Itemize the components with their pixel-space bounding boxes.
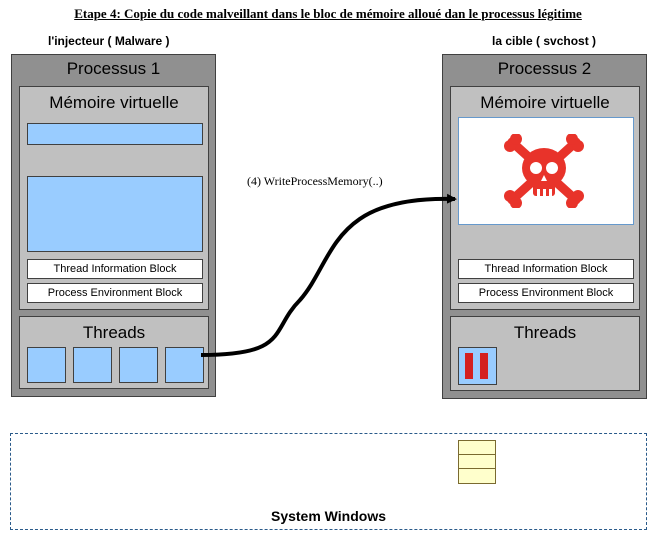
process-1-threads-title: Threads bbox=[82, 323, 146, 342]
skull-crossbones-icon bbox=[504, 134, 584, 208]
process-1-memory-title: Mémoire virtuelle bbox=[49, 93, 179, 112]
process-1-threads-panel: Threads bbox=[19, 316, 209, 389]
kernel-stack bbox=[458, 440, 496, 484]
process-environment-block: Process Environment Block bbox=[27, 283, 203, 303]
stack-cell bbox=[458, 440, 496, 455]
stack-cell bbox=[458, 454, 496, 469]
thread-information-block: Thread Information Block bbox=[458, 259, 634, 279]
process-1: Processus 1 Mémoire virtuelle Thread Inf… bbox=[11, 54, 216, 397]
suspended-thread-block bbox=[458, 347, 497, 385]
process-2-threads-panel: Threads bbox=[450, 316, 640, 391]
process-2-memory-title: Mémoire virtuelle bbox=[480, 93, 610, 112]
thread-block bbox=[73, 347, 112, 383]
process-2-threads-title: Threads bbox=[513, 323, 577, 342]
system-windows-region: System Windows bbox=[10, 433, 647, 530]
memory-block-small bbox=[27, 123, 203, 145]
thread-block bbox=[119, 347, 158, 383]
process-1-title: Processus 1 bbox=[66, 59, 161, 78]
process-1-memory-panel: Mémoire virtuelle Thread Information Blo… bbox=[19, 86, 209, 310]
process-2-memory-panel: Mémoire virtuelle bbox=[450, 86, 640, 310]
process-2: Processus 2 Mémoire virtuelle bbox=[442, 54, 647, 399]
diagram-title: Etape 4: Copie du code malveillant dans … bbox=[74, 6, 582, 21]
process-environment-block: Process Environment Block bbox=[458, 283, 634, 303]
thread-block bbox=[27, 347, 66, 383]
injector-caption: l'injecteur ( Malware ) bbox=[48, 34, 170, 48]
stack-cell bbox=[458, 468, 496, 484]
thread-information-block: Thread Information Block bbox=[27, 259, 203, 279]
arrow-label: (4) WriteProcessMemory(..) bbox=[247, 174, 383, 188]
injected-memory-block bbox=[458, 117, 634, 225]
process-2-title: Processus 2 bbox=[497, 59, 592, 78]
memory-block-large bbox=[27, 176, 203, 252]
system-windows-label: System Windows bbox=[270, 508, 386, 524]
target-caption: la cible ( svchost ) bbox=[492, 34, 597, 48]
pause-icon bbox=[465, 353, 488, 379]
thread-block bbox=[165, 347, 204, 383]
